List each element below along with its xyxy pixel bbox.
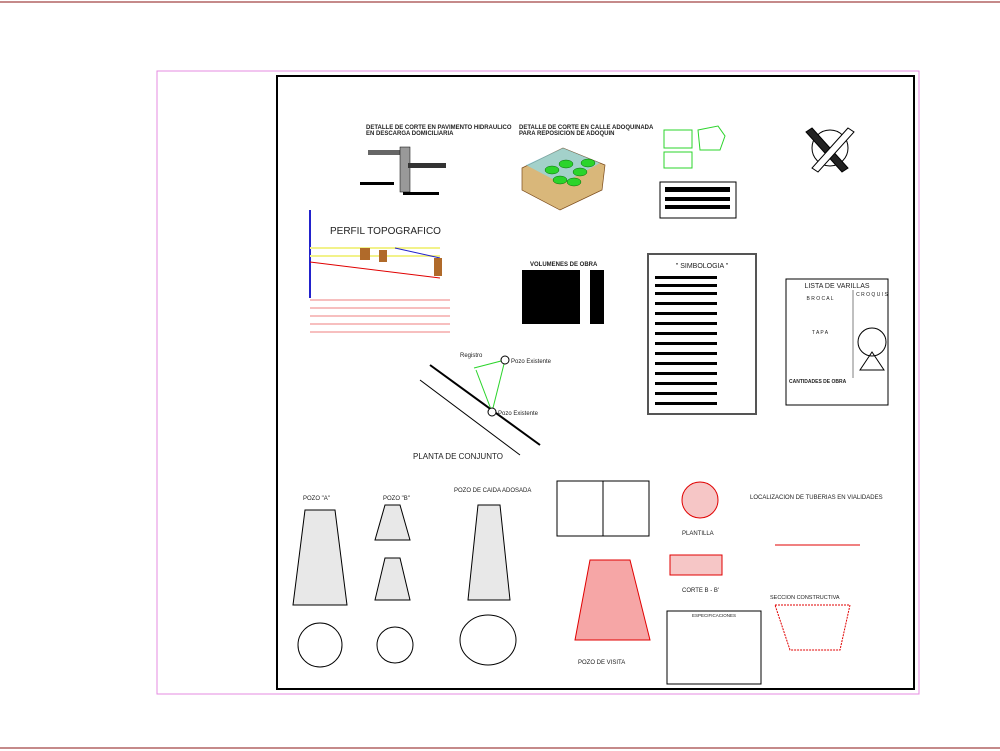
rebar-croquis: C R O Q U I S [856, 292, 888, 298]
plan-pozo-2: Pozo Existente [498, 411, 539, 417]
bottom-rule [0, 747, 1000, 749]
pozo-visita-title: POZO DE VISITA [578, 660, 625, 666]
corte-title: CORTE B - B' [682, 588, 719, 594]
rebar-tapa: T A P A [812, 330, 829, 336]
site-plan: Registro Pozo Existente Pozo Existente P… [413, 353, 552, 461]
pozo-b-title: POZO "B" [383, 496, 410, 502]
plan-title: PLANTA DE CONJUNTO [413, 452, 503, 461]
sheet-border [276, 75, 915, 690]
manhole-details: POZO "A" POZO "B" POZO DE CAIDA ADOSADA … [292, 480, 883, 685]
cobble-title: DETALLE DE CORTE EN CALLE ADOQUINADA [519, 125, 654, 131]
symbology-title: " SIMBOLOGIA " [676, 263, 729, 270]
profile-title: PERFIL TOPOGRAFICO [330, 226, 441, 237]
rebar-brocal: B R O C A L [807, 296, 834, 302]
rebar-title: LISTA DE VARILLAS [804, 283, 869, 290]
topographic-profile: PERFIL TOPOGRAFICO [309, 210, 450, 333]
plantilla-title: PLANTILLA [682, 531, 714, 537]
pavement-detail: DETALLE DE CORTE EN PAVIMENTO HIDRAULICO… [360, 125, 512, 195]
cobble-detail: DETALLE DE CORTE EN CALLE ADOQUINADA PAR… [519, 125, 654, 211]
pozo-caida-title: POZO DE CAIDA ADOSADA [454, 488, 531, 494]
plan-registro: Registro [460, 353, 483, 359]
pozo-a-title: POZO "A" [303, 496, 330, 502]
volumes-title: VOLUMENES DE OBRA [530, 262, 598, 268]
symbology-panel: " SIMBOLOGIA " [647, 253, 757, 415]
quantities-title: CANTIDADES DE OBRA [789, 379, 847, 385]
plan-pozo-1: Pozo Existente [511, 359, 552, 365]
cobble-subtitle: PARA REPOSICION DE ADOQUIN [519, 131, 614, 137]
pavement-title: DETALLE DE CORTE EN PAVIMENTO HIDRAULICO [366, 125, 512, 131]
specs-title: ESPECIFICACIONES [692, 613, 736, 618]
rebar-list-table: LISTA DE VARILLAS B R O C A L C R O Q U … [785, 278, 889, 406]
pavement-subtitle: EN DESCARGA DOMICILIARIA [366, 131, 454, 137]
north-arrow-icon [805, 127, 855, 173]
seccion-title: SECCION CONSTRUCTIVA [770, 595, 840, 601]
localizacion-title: LOCALIZACION DE TUBERIAS EN VIALIDADES [750, 495, 883, 501]
top-rule [0, 1, 1000, 3]
layout-frame [156, 70, 920, 695]
green-details [659, 125, 737, 219]
volumes-table: VOLUMENES DE OBRA [522, 262, 604, 324]
